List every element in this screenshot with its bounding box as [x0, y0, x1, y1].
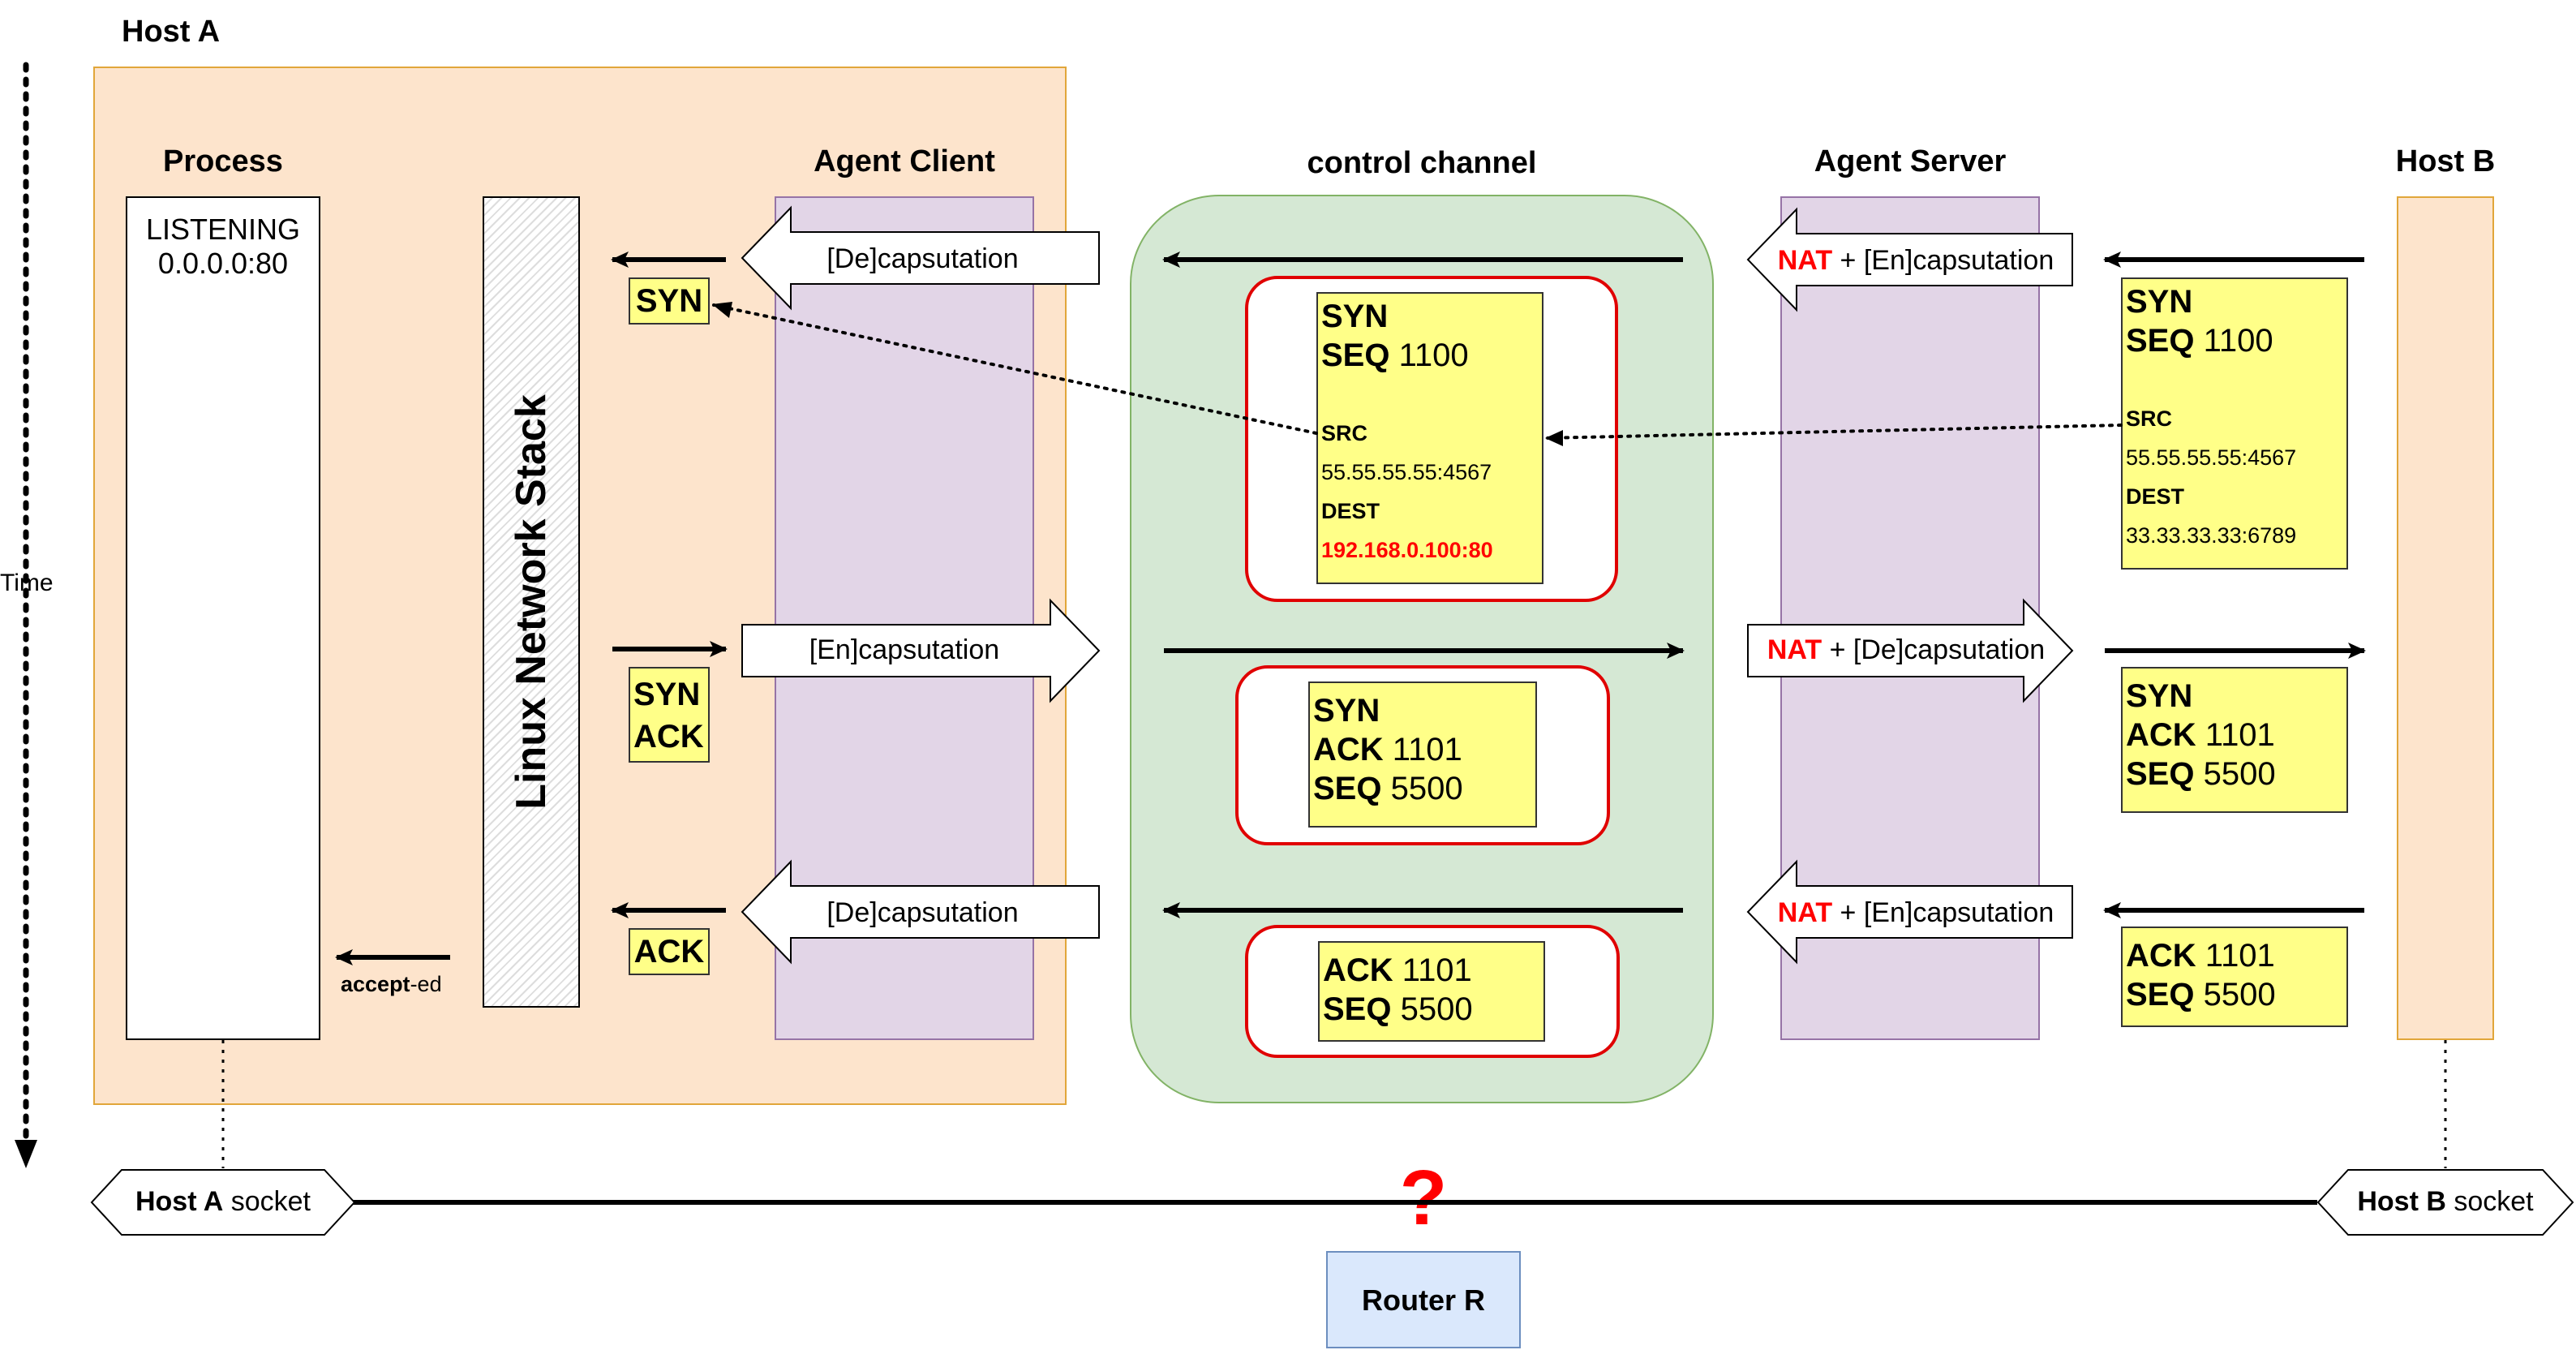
encap-label: [En]capsutation [809, 634, 1000, 665]
syn-label: SYN [629, 277, 710, 325]
nat-decap-label: NAT + [De]capsutation [1767, 634, 2046, 665]
dotted-link-arrowhead-1 [1545, 430, 1563, 446]
host-b-title: Host B [2395, 144, 2496, 178]
host-b-packet-syn-ack: SYN ACK 1101 SEQ 5500 [2121, 667, 2348, 813]
nat-destination: 192.168.0.100:80 [1321, 538, 1493, 562]
nat-encap-label-2: NAT + [En]capsutation [1777, 897, 2054, 928]
dotted-link-tunnel-to-syn [712, 303, 1318, 435]
agent-client-title: Agent Client [814, 144, 995, 178]
nat-encap-label-1: NAT + [En]capsutation [1777, 245, 2054, 276]
agent-server-title: Agent Server [1814, 144, 2007, 178]
nat-decap-arrow [1747, 598, 2074, 703]
decap-label-1: [De]capsutation [826, 243, 1019, 274]
process-box: LISTENING 0.0.0.0:80 [126, 196, 320, 1040]
dotted-link-arrowhead-2 [712, 302, 732, 318]
decap-arrow-2 [741, 859, 1100, 965]
nat-encap-arrow-1 [1746, 207, 2073, 312]
router-label: Router R [1362, 1283, 1485, 1317]
host-b-socket-label: Host B socket [2357, 1186, 2534, 1217]
linux-network-stack [483, 196, 580, 1008]
host-b-packet-syn: SYN SEQ 1100 SRC 55.55.55.55:4567 DEST 3… [2121, 277, 2348, 570]
router-question-mark: ? [1399, 1154, 1448, 1241]
host-b-lane [2397, 196, 2494, 1040]
encap-arrow [741, 598, 1101, 703]
host-a-socket-shape [90, 1169, 356, 1236]
host-b-packet-ack: ACK 1101 SEQ 5500 [2121, 927, 2348, 1027]
tunnel-packet-ack: ACK 1101 SEQ 5500 [1318, 941, 1545, 1042]
syn-ack-label: SYN ACK [629, 667, 710, 763]
dotted-link-host-b-to-tunnel [1543, 423, 2123, 440]
process-state: LISTENING [145, 213, 301, 246]
decap-arrow-1 [741, 205, 1100, 311]
ack-label: ACK [629, 928, 710, 975]
host-a-socket-label: Host A socket [135, 1186, 311, 1217]
router-box [1326, 1251, 1521, 1348]
decap-label-2: [De]capsutation [826, 897, 1019, 928]
process-title: Process [163, 144, 283, 178]
nat-encap-arrow-2 [1746, 859, 2073, 965]
tunnel-packet-syn-ack: SYN ACK 1101 SEQ 5500 [1308, 681, 1537, 828]
host-a-title: Host A [122, 15, 221, 49]
process-address: 0.0.0.0:80 [157, 247, 289, 280]
tunnel-packet-syn: SYN SEQ 1100 SRC 55.55.55.55:4567 DEST 1… [1316, 292, 1543, 584]
time-axis-arrowhead [15, 1140, 37, 1168]
control-channel-title: control channel [1307, 146, 1537, 180]
host-b-socket-shape [2316, 1169, 2574, 1236]
accept-label: accept-ed [341, 972, 442, 996]
